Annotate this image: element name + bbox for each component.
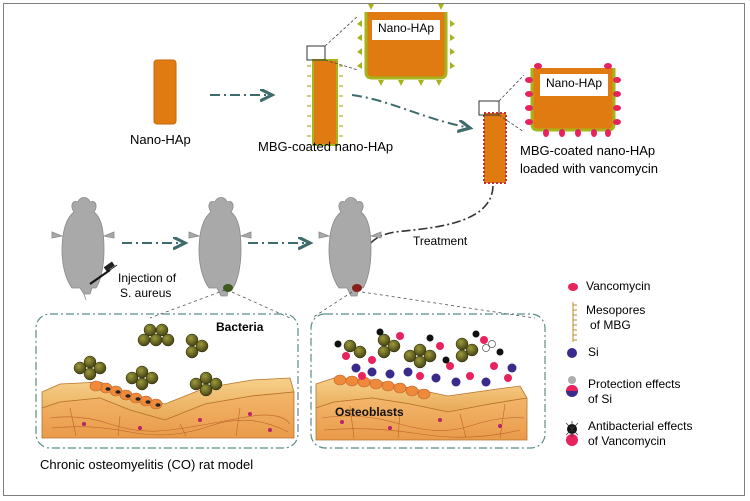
label-injection-1: Injection of (118, 271, 177, 285)
figure-frame (3, 3, 745, 496)
panel-treatment (310, 313, 546, 449)
legend-mesopores-icon (572, 302, 577, 342)
rat-3 (318, 197, 382, 297)
legend-si: Si (588, 345, 599, 359)
rat-2 (188, 197, 252, 297)
legend-mesopores-1: Mesopores (586, 303, 646, 317)
arrow-2 (351, 94, 470, 128)
label-zoom-nano-hap-1: Nano-HAp (378, 21, 435, 35)
label-zoom-nano-hap-2: Nano-HAp (546, 76, 603, 90)
legend-mesopores-2: of MBG (590, 318, 631, 332)
label-model: Chronic osteomyelitis (CO) rat model (40, 457, 254, 472)
nano-hap-rod (153, 59, 177, 125)
bone-tissue-right (315, 374, 528, 441)
zoom-box-vancomycin (525, 63, 621, 137)
legend-protection-1: Protection effects (588, 377, 681, 391)
infection-site (223, 284, 233, 292)
zoom-box-mbg (357, 4, 455, 86)
treatment-particles (334, 328, 517, 387)
bacteria-clusters (73, 323, 223, 397)
label-mbg-coated: MBG-coated nano-HAp (258, 139, 394, 154)
panel-infection (35, 313, 299, 449)
treated-site (352, 284, 362, 292)
legend-antibacterial-2: of Vancomycin (588, 434, 666, 448)
label-osteoblasts: Osteoblasts (335, 405, 404, 419)
label-injection-2: S. aureus (120, 286, 172, 300)
label-mbg-loaded-1: MBG-coated nano-HAp (520, 143, 656, 158)
vancomycin-loaded-rod (478, 100, 507, 184)
legend-antibacterial-1: Antibacterial effects (588, 419, 693, 433)
syringe-icon (89, 261, 118, 285)
legend-protection-2: of Si (588, 392, 613, 406)
label-mbg-loaded-2: loaded with vancomycin (520, 161, 659, 176)
label-nano-hap: Nano-HAp (130, 132, 191, 147)
bone-tissue-left (41, 377, 295, 439)
legend-vancomycin-icon (568, 283, 578, 291)
legend-antibacterial-icon (565, 421, 579, 446)
label-treatment: Treatment (413, 234, 468, 248)
legend-si-icon (567, 348, 577, 358)
rat-1 (51, 197, 115, 301)
label-bacteria: Bacteria (216, 320, 264, 334)
legend-protection-icon (566, 376, 578, 397)
mbg-coated-rod (306, 45, 343, 146)
legend-vancomycin: Vancomycin (586, 279, 651, 293)
